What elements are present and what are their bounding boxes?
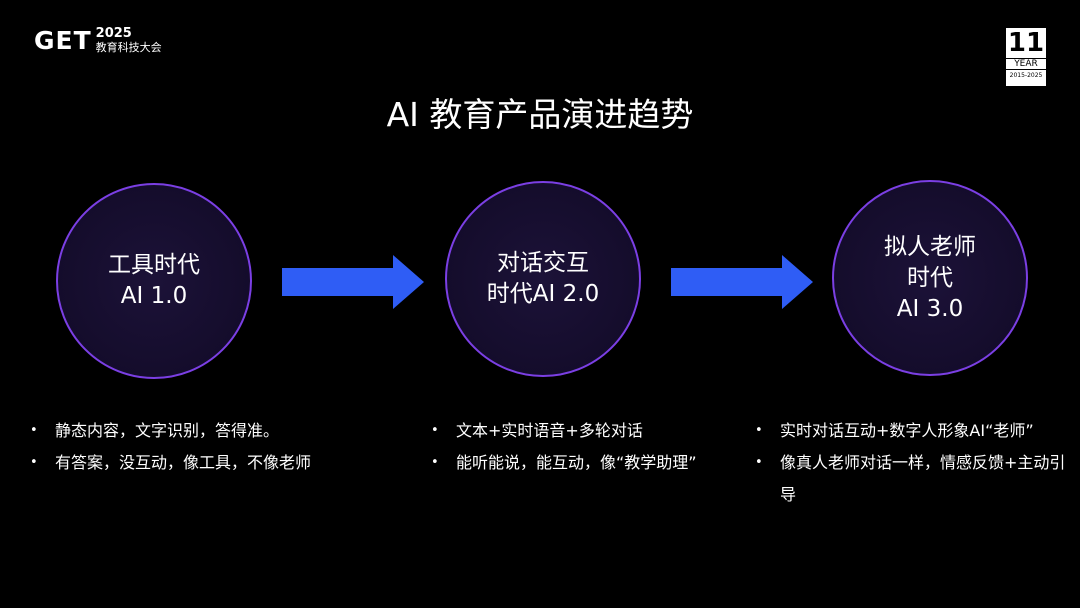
stage-line: AI 1.0	[120, 283, 188, 309]
logo-mark: GET	[34, 25, 92, 55]
stage-2-bullets: 文本+实时语音+多轮对话 能听能说，能互动，像“教学助理”	[431, 415, 711, 479]
bullet-item: 文本+实时语音+多轮对话	[431, 415, 711, 447]
stage-3-bullets: 实时对话互动+数字人形象AI“老师” 像真人老师对话一样，情感反馈+主动引导	[755, 415, 1075, 511]
stage-circle-ai-2: 对话交互 时代AI 2.0	[445, 181, 641, 377]
logo-text: 2025 教育科技大会	[96, 27, 162, 53]
stage-circle-ai-1: 工具时代 AI 1.0	[56, 183, 252, 379]
stage-circle-ai-3: 拟人老师 时代 AI 3.0	[832, 180, 1028, 376]
arrow-right-icon	[671, 255, 813, 309]
bullet-item: 静态内容，文字识别，答得准。	[30, 415, 370, 447]
logo-subtitle: 教育科技大会	[95, 41, 162, 54]
get-logo: GET 2025 教育科技大会	[34, 27, 162, 53]
anniversary-badge: 11 YEAR 2015-2025	[1006, 28, 1046, 86]
bullet-item: 能听能说，能互动，像“教学助理”	[431, 447, 711, 479]
bullet-item: 有答案，没互动，像工具，不像老师	[30, 447, 370, 479]
stage-line: 对话交互	[497, 250, 589, 276]
stage-line: 时代AI 2.0	[486, 281, 600, 307]
bullet-item: 实时对话互动+数字人形象AI“老师”	[755, 415, 1075, 447]
stage-line: 时代	[907, 264, 953, 291]
stage-line: 拟人老师	[884, 233, 976, 260]
page-title: AI 教育产品演进趋势	[386, 95, 694, 134]
arrow-right-icon	[282, 255, 424, 309]
badge-range: 2015-2025	[1009, 72, 1043, 79]
badge-word: YEAR	[1006, 58, 1046, 70]
bullet-item: 像真人老师对话一样，情感反馈+主动引导	[755, 447, 1075, 511]
stage-line: AI 3.0	[896, 295, 964, 322]
logo-year: 2025	[95, 26, 132, 41]
stage-line: 工具时代	[108, 252, 200, 278]
badge-number: 11	[1007, 28, 1045, 58]
stage-1-bullets: 静态内容，文字识别，答得准。 有答案，没互动，像工具，不像老师	[30, 415, 370, 479]
